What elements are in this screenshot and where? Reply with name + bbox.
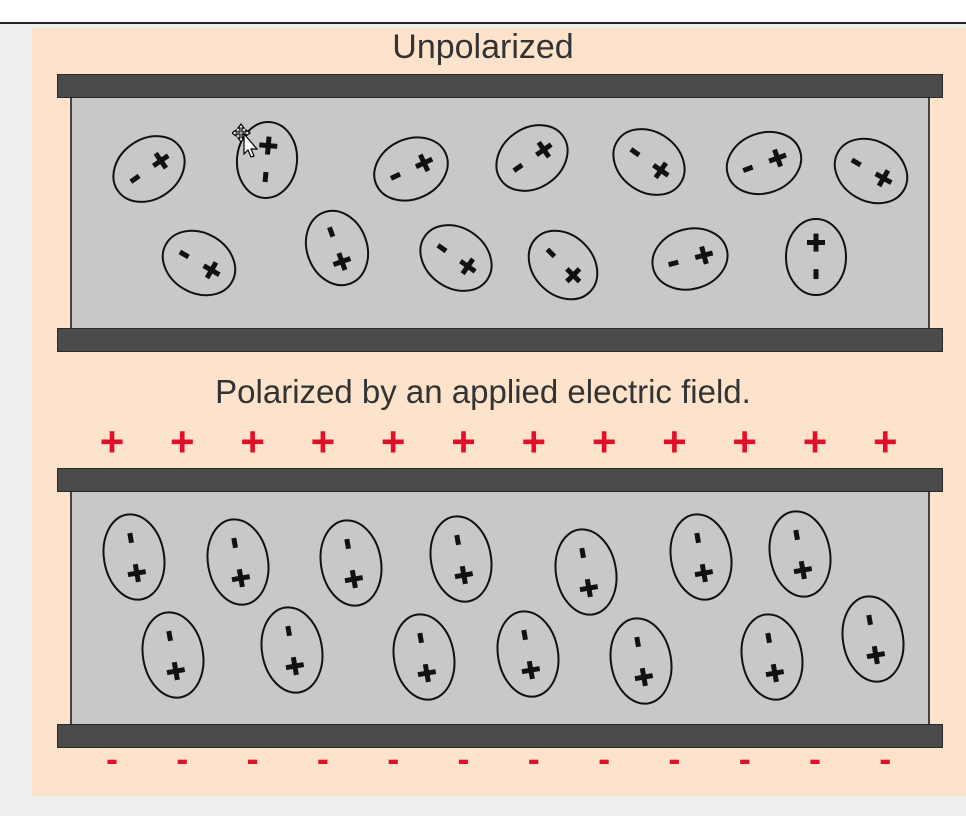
bottom-plate-polarized bbox=[57, 724, 943, 748]
dipole-molecule bbox=[419, 224, 493, 292]
top-plate-unpolarized bbox=[57, 74, 943, 98]
dipole-molecule bbox=[495, 124, 569, 192]
positive-charge-sign: + bbox=[240, 418, 265, 465]
dipole-molecule bbox=[496, 610, 560, 698]
dipole-molecule bbox=[112, 135, 186, 203]
top-bar bbox=[0, 0, 966, 24]
dipole-molecule bbox=[392, 613, 456, 701]
title-polarized: Polarized by an applied electric field. bbox=[215, 373, 751, 410]
top-plate-polarized bbox=[57, 468, 943, 492]
dipole-molecule bbox=[740, 613, 804, 701]
dipole-molecule bbox=[161, 229, 237, 297]
dipole-molecule bbox=[102, 513, 166, 601]
dipole-molecule bbox=[260, 606, 324, 694]
positive-charge-sign: + bbox=[170, 418, 195, 465]
dipole-molecule bbox=[609, 617, 673, 705]
negative-charge-sign: - bbox=[316, 738, 329, 779]
negative-charge-sign: - bbox=[176, 738, 189, 779]
negative-charge-sign: - bbox=[527, 738, 540, 779]
negative-charge-sign: - bbox=[809, 738, 821, 779]
negative-charge-sign: - bbox=[106, 738, 118, 779]
dipole-molecule bbox=[833, 137, 909, 205]
dipole-molecule bbox=[429, 515, 493, 603]
title-unpolarized: Unpolarized bbox=[392, 28, 574, 66]
positive-charge-sign: + bbox=[99, 418, 125, 465]
positive-charge-sign: + bbox=[310, 418, 336, 465]
dipole-molecule bbox=[141, 611, 205, 699]
dipole-molecule bbox=[206, 518, 270, 606]
dipole-molecule bbox=[768, 510, 832, 598]
positive-charge-sign: + bbox=[873, 418, 898, 465]
polarized-molecules bbox=[102, 510, 905, 705]
dipole-molecule bbox=[785, 218, 847, 296]
negative-charge-sign: - bbox=[246, 738, 259, 779]
dipole-molecule bbox=[669, 513, 733, 601]
bottom-plate-unpolarized bbox=[57, 328, 943, 352]
move-cursor-icon bbox=[232, 123, 259, 158]
positive-charge-sign: + bbox=[380, 418, 406, 465]
negative-charge-sign: - bbox=[879, 738, 892, 779]
negative-charge-sign: - bbox=[738, 738, 751, 779]
dipole-molecule bbox=[651, 227, 729, 291]
positive-charge-sign: + bbox=[662, 418, 687, 465]
dipole-molecule bbox=[841, 595, 905, 683]
negative-charge-sign: - bbox=[387, 738, 400, 779]
unpolarized-molecules bbox=[112, 121, 909, 301]
negative-charge-sign: - bbox=[598, 738, 611, 779]
dipole-molecule bbox=[304, 209, 370, 287]
positive-charge-sign: + bbox=[521, 418, 547, 465]
positive-charge-sign: + bbox=[802, 418, 828, 465]
dipole-molecule bbox=[612, 128, 686, 196]
negative-charge-sign: - bbox=[457, 738, 470, 779]
dipole-molecule bbox=[554, 528, 618, 616]
positive-charge-sign: + bbox=[591, 418, 617, 465]
negative-charge-sign: - bbox=[668, 738, 681, 779]
positive-charge-sign: + bbox=[451, 418, 476, 465]
positive-charge-sign: + bbox=[732, 418, 757, 465]
dipole-molecule bbox=[373, 136, 449, 202]
dipole-molecule bbox=[319, 519, 383, 607]
dipole-molecule bbox=[527, 229, 599, 301]
dipole-molecule bbox=[725, 130, 803, 196]
dipole-molecule bbox=[235, 121, 299, 199]
